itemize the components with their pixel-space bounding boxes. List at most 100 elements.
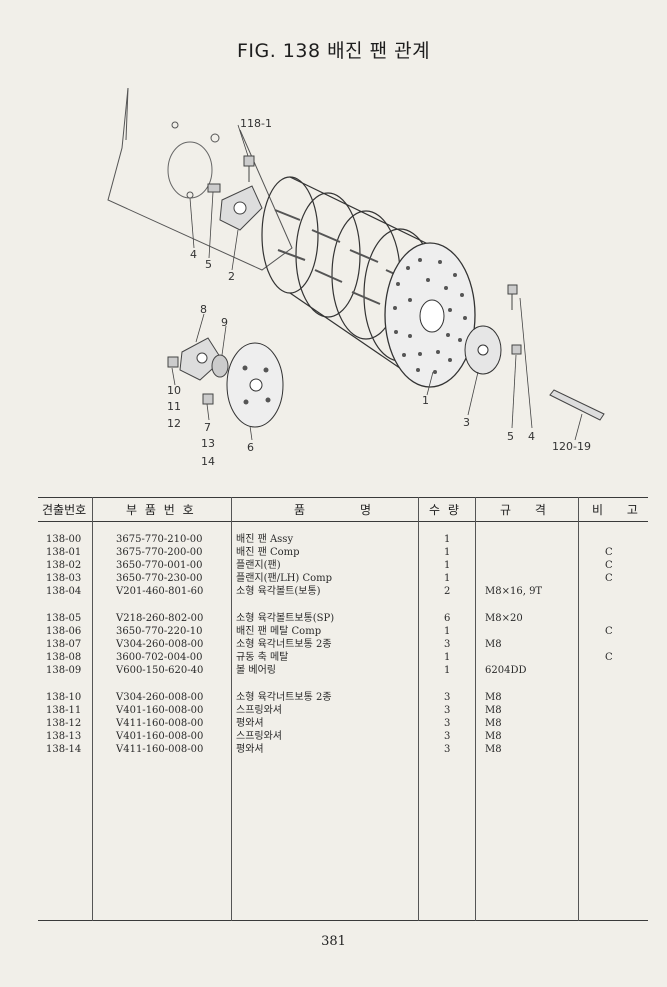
- cell-no: 138-01: [46, 547, 82, 558]
- cell-name: 배진 팬 Comp: [236, 547, 300, 558]
- cell-part: V218-260-802-00: [116, 613, 204, 624]
- cell-part: V411-160-008-00: [116, 718, 204, 729]
- callout-1: 1: [422, 394, 429, 407]
- callout-6: 6: [247, 441, 254, 454]
- cell-name: 소형 육각볼트보통(SP): [236, 613, 335, 624]
- cell-part: V201-460-801-60: [116, 586, 204, 597]
- callout-9: 9: [221, 316, 228, 329]
- cell-spec: M8: [485, 744, 502, 755]
- page-title: FIG. 138 배진 팬 관계: [236, 40, 431, 62]
- table-bottom-rule: [38, 920, 648, 921]
- cell-no: 138-06: [46, 626, 82, 637]
- cell-spec: M8×16, 9T: [485, 586, 543, 597]
- col-divider: [231, 497, 232, 921]
- cell-part: 3675-770-200-00: [116, 547, 203, 558]
- cell-name: 소형 육각너트보통 2종: [236, 692, 332, 703]
- cell-qty: 1: [444, 534, 451, 545]
- cell-name: 스프링와셔: [236, 705, 282, 716]
- cell-qty: 1: [444, 665, 451, 676]
- callout-120-19: 120-19: [552, 440, 591, 453]
- cell-qty: 3: [444, 639, 451, 650]
- cell-note: C: [605, 560, 613, 571]
- cell-no: 138-11: [46, 705, 82, 716]
- cell-spec: M8: [485, 692, 502, 703]
- cell-spec: M8: [485, 718, 502, 729]
- callout-2: 2: [228, 270, 235, 283]
- cell-part: V304-260-008-00: [116, 639, 204, 650]
- cell-part: V401-160-008-00: [116, 731, 204, 742]
- cell-part: V304-260-008-00: [116, 692, 204, 703]
- cell-name: 스프링와셔: [236, 731, 282, 742]
- cell-no: 138-07: [46, 639, 82, 650]
- cell-no: 138-13: [46, 731, 82, 742]
- cell-no: 138-12: [46, 718, 82, 729]
- cell-qty: 3: [444, 692, 451, 703]
- cell-name: 규동 축 메탈: [236, 652, 289, 663]
- exploded-diagram: 118-1 4 5 2 8 9 10 11 12 7 13 14 6 1 3 5…: [107, 87, 605, 468]
- header-note: 비 고: [592, 503, 648, 517]
- cell-part: 3650-770-230-00: [116, 573, 203, 584]
- callout-12: 12: [167, 417, 181, 430]
- cell-part: 3650-770-001-00: [116, 560, 203, 571]
- table-row: 138-06 3650-770-220-10 배진 팬 메탈 Comp 1 C: [38, 625, 648, 638]
- cell-qty: 1: [444, 560, 451, 571]
- cell-name: 배진 팬 Assy: [236, 534, 294, 545]
- cell-spec: 6204DD: [485, 665, 527, 676]
- header-qty: 수 량: [429, 503, 461, 517]
- header-part-number: 부 품 번 호: [126, 503, 196, 517]
- cell-part: V600-150-620-40: [116, 665, 204, 676]
- cell-no: 138-10: [46, 692, 82, 703]
- table-row: 138-02 3650-770-001-00 플랜지(팬) 1 C: [38, 559, 648, 572]
- cell-name: 소형 육각너트보통 2종: [236, 639, 332, 650]
- cell-note: C: [605, 573, 613, 584]
- callout-3: 3: [463, 416, 470, 429]
- col-divider: [475, 497, 476, 921]
- cell-part: 3675-770-210-00: [116, 534, 203, 545]
- cell-no: 138-04: [46, 586, 82, 597]
- cell-name: 플랜지(팬/LH) Comp: [236, 573, 333, 584]
- cell-spec: M8: [485, 731, 502, 742]
- cell-qty: 6: [444, 613, 451, 624]
- callout-14: 14: [201, 455, 215, 468]
- cell-name: 볼 베어링: [236, 665, 276, 676]
- cell-name: 소형 육각볼트(보통): [236, 586, 321, 597]
- table-row: 138-10 V304-260-008-00 소형 육각너트보통 2종 3 M8: [38, 691, 648, 704]
- cell-qty: 1: [444, 573, 451, 584]
- table-row: 138-00 3675-770-210-00 배진 팬 Assy 1: [38, 533, 648, 546]
- cell-part: 3600-702-004-00: [116, 652, 203, 663]
- cell-qty: 3: [444, 744, 451, 755]
- cell-qty: 1: [444, 652, 451, 663]
- cell-no: 138-02: [46, 560, 82, 571]
- callout-5: 5: [205, 258, 212, 271]
- cell-note: C: [605, 652, 613, 663]
- cell-part: 3650-770-220-10: [116, 626, 203, 637]
- cell-name: 플랜지(팬): [236, 560, 281, 571]
- header-name-a: 품: [294, 503, 306, 517]
- callout-10: 10: [167, 384, 181, 397]
- page-number: 381: [321, 934, 346, 949]
- cell-qty: 3: [444, 705, 451, 716]
- cell-no: 138-03: [46, 573, 82, 584]
- table-header-rule: [38, 521, 648, 522]
- col-divider: [92, 497, 93, 921]
- cell-name: 배진 팬 메탈 Comp: [236, 626, 322, 637]
- col-divider: [418, 497, 419, 921]
- cell-spec: M8×20: [485, 613, 523, 624]
- cell-no: 138-08: [46, 652, 82, 663]
- table-top-rule: [38, 497, 648, 498]
- cell-qty: 1: [444, 626, 451, 637]
- cell-no: 138-00: [46, 534, 82, 545]
- header-name-b: 명: [360, 503, 372, 517]
- cell-part: V401-160-008-00: [116, 705, 204, 716]
- cell-note: C: [605, 626, 613, 637]
- cell-name: 평와셔: [236, 744, 264, 755]
